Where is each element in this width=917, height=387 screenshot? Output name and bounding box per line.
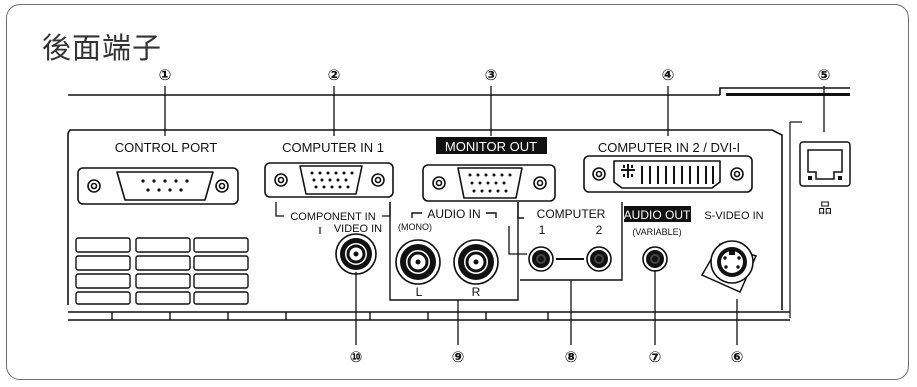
computer-in-1-connector <box>264 162 394 198</box>
lan-port <box>799 141 851 187</box>
panel-outline <box>67 87 850 318</box>
audio-in-label: AUDIO IN <box>427 207 480 221</box>
callout-1: ① <box>159 66 172 84</box>
computer-audio-1-jack <box>528 246 554 272</box>
leader-lines <box>164 86 825 345</box>
audio-out-label-bg <box>624 206 691 222</box>
audio-out-label: AUDIO OUT <box>624 208 691 222</box>
panel-top-edge <box>726 93 850 96</box>
s-video-in-jack <box>700 240 758 293</box>
control-port-pins <box>141 179 189 192</box>
audio-in-box <box>389 202 519 301</box>
computer-2-label: 2 <box>596 223 603 237</box>
computer-in-2-label: COMPUTER IN 2 / DVI-I <box>598 140 740 155</box>
audio-l-label: L <box>416 285 423 299</box>
control-port-connector <box>77 167 239 205</box>
audio-in-l-jack <box>395 239 441 285</box>
s-video-in-label: S-VIDEO IN <box>704 210 763 222</box>
monitor-out-label: MONITOR OUT <box>445 139 537 154</box>
computer-in-1-label: COMPUTER IN 1 <box>282 140 384 155</box>
computer-audio-box <box>517 202 623 281</box>
computer-audio-bracket <box>508 226 527 255</box>
control-port-label: CONTROL PORT <box>115 140 218 155</box>
callout-2: ② <box>328 66 341 84</box>
computer-audio-2-jack <box>586 246 612 272</box>
callout-9: ⑨ <box>452 348 465 366</box>
computer-label: COMPUTER <box>537 207 606 221</box>
variable-label: (VARIABLE) <box>632 227 681 237</box>
computer-in-1-pins <box>310 171 354 189</box>
dvi-connector <box>583 155 753 193</box>
callout-4: ④ <box>662 66 675 84</box>
component-in-label: COMPONENT IN <box>290 211 375 223</box>
audio-r-label: R <box>472 285 481 299</box>
callout-7: ⑦ <box>649 348 662 366</box>
video-in-label: VIDEO IN <box>334 223 382 235</box>
bottom-strip <box>68 311 790 321</box>
dvi-pins <box>621 164 714 184</box>
callout-8: ⑧ <box>565 348 578 366</box>
lan-port-leds <box>808 176 842 180</box>
vent-grille <box>75 237 249 305</box>
monitor-out-connector <box>422 164 556 202</box>
monitor-out-pins <box>468 173 512 193</box>
figure-frame <box>6 4 909 380</box>
callout-6: ⑥ <box>731 348 744 366</box>
page-title: 後面端子 <box>42 31 163 65</box>
computer-1-label: 1 <box>539 223 546 237</box>
mono-label: (MONO) <box>398 222 432 232</box>
callout-3: ③ <box>485 66 498 84</box>
video-in-jack <box>335 233 377 275</box>
monitor-out-label-bg <box>436 137 547 154</box>
callout-10: ⑩ <box>350 348 363 366</box>
audio-in-r-jack <box>453 239 499 285</box>
lan-icon: 品 <box>818 200 832 216</box>
audio-out-jack <box>642 246 668 272</box>
callout-5: ⑤ <box>818 66 831 84</box>
